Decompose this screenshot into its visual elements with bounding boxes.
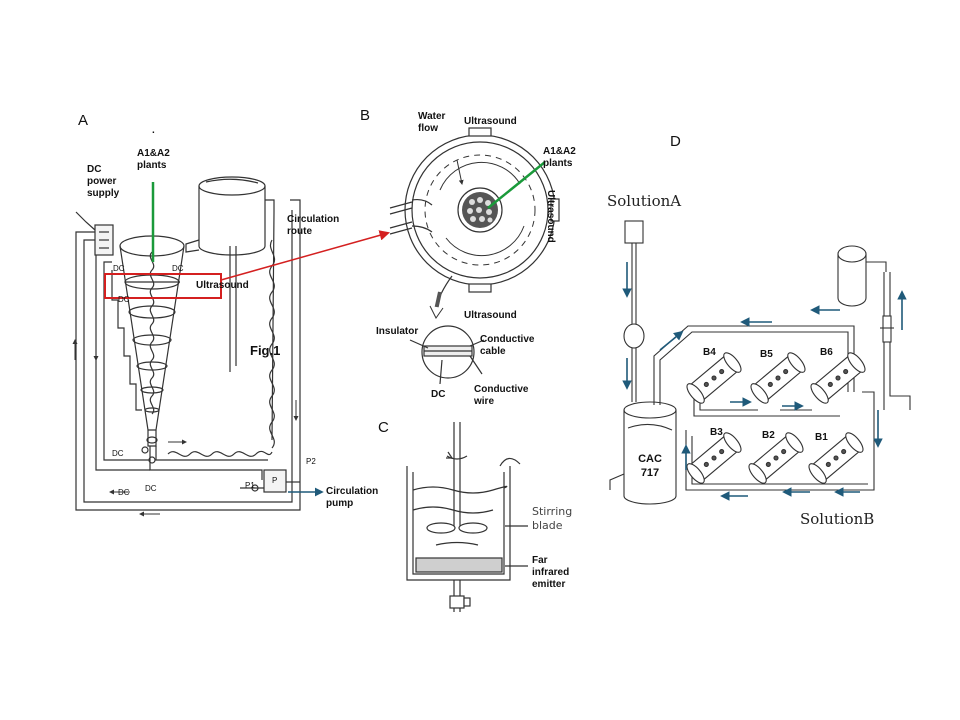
circulation-route-label: Circulation route (287, 214, 340, 237)
dc-power-supply-label: DC power supply (87, 164, 120, 199)
panel-a-apparatus (75, 176, 301, 511)
far-infrared-emitter-label: Far infrared emitter (532, 555, 570, 590)
dc-tag-2: DC (172, 264, 184, 273)
tank-label: CAC 717 (638, 453, 662, 479)
cell-label-b5: B5 (760, 349, 773, 360)
plants-label-b: A1&A2 plants (543, 146, 576, 169)
detail-arrow (434, 291, 442, 311)
dc-tag-6: DC (145, 484, 157, 493)
cell-label-b3: B3 (710, 427, 723, 438)
panel-d-flow-arrows (622, 262, 907, 501)
ultrasound-bottom-label: Ultrasound (464, 310, 517, 321)
solution-a-label: SolutionA (607, 192, 682, 210)
dc-tag-4: DC (112, 449, 124, 458)
cell-label-b4: B4 (703, 347, 716, 358)
stirring-blade-label: Stirring blade (532, 505, 573, 532)
zoom-callout-arrow (220, 230, 391, 281)
panel-b-detail-inset (409, 325, 485, 385)
panel-a-flow-arrows (72, 339, 299, 517)
dc-label-b: DC (431, 389, 446, 400)
panel-label-a: A (78, 112, 89, 129)
pump-p-label: P (272, 476, 278, 485)
panel-d-top-vessel (837, 245, 867, 307)
ultrasound-right-label: Ultrasound (545, 190, 556, 243)
panel-b-cross-section (389, 127, 560, 313)
conductive-wire-label: Conductive wire (474, 384, 529, 407)
dc-tag-1: DC (113, 264, 125, 273)
cell-label-b6: B6 (820, 347, 833, 358)
cell-label-b2: B2 (762, 430, 775, 441)
panel-d-cells (686, 352, 866, 484)
p1-label: P1 (245, 481, 255, 490)
water-flow-label: Water flow (418, 111, 446, 134)
ultrasound-top-label: Ultrasound (464, 116, 517, 127)
panel-c-stirring-vessel (406, 422, 528, 612)
solution-b-label: SolutionB (800, 510, 875, 528)
ultrasound-label-a: Ultrasound (196, 280, 249, 291)
plants-pointer-b (487, 161, 546, 209)
plants-dot: . (152, 125, 155, 136)
fig-label: Fig.1 (250, 343, 281, 358)
dc-tag-3: DC (118, 295, 130, 304)
panel-label-c: C (378, 419, 389, 436)
insulator-label: Insulator (376, 326, 419, 337)
panel-label-d: D (670, 133, 681, 150)
circulation-pump-label: Circulation pump (326, 486, 379, 509)
cell-label-b1: B1 (815, 432, 828, 443)
plants-label-a: A1&A2 plants (137, 148, 170, 171)
panel-b-plant-cluster (457, 187, 503, 233)
panel-d-circuit (609, 220, 911, 505)
conductive-cable-label: Conductive cable (480, 334, 535, 357)
ultrasound-highlight-box (104, 273, 222, 299)
p2-label: P2 (306, 457, 316, 466)
panel-label-b: B (360, 107, 371, 124)
dc-tag-5: DC (118, 488, 130, 497)
